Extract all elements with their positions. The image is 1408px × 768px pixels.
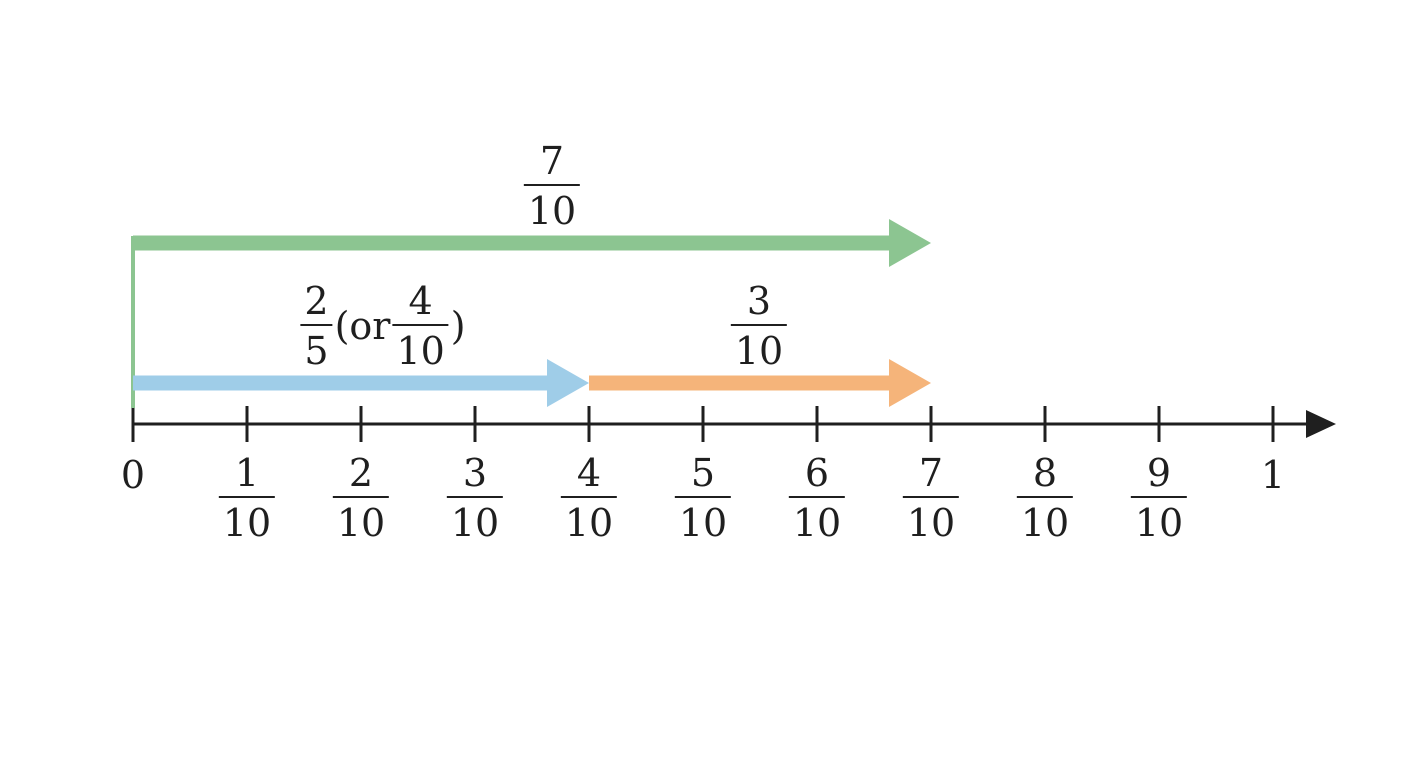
orange-arrow-label: 3 10 [730, 279, 788, 373]
tick-label-numerator: 1 [234, 451, 260, 495]
green-label-numerator: 7 [539, 139, 565, 183]
fraction-bar [392, 324, 449, 326]
fraction-bar [523, 184, 581, 186]
blue-label-numerator: 2 [304, 279, 329, 323]
fraction-bar [446, 496, 504, 498]
tick-label-denominator: 10 [678, 501, 728, 545]
blue-label-or-text: (or [334, 304, 391, 348]
blue-label-alt-numerator: 4 [408, 279, 433, 323]
tick-label-denominator: 10 [1134, 501, 1184, 545]
blue-arrow-shaft [133, 375, 549, 391]
fraction-bar [1130, 496, 1188, 498]
blue-arrow-head [547, 359, 589, 407]
arrows-group [131, 219, 931, 408]
orange-arrow-head [889, 359, 931, 407]
tick-label-denominator: 10 [1020, 501, 1070, 545]
orange-label-denominator: 10 [734, 329, 784, 373]
blue-label-alt-denominator: 10 [396, 329, 445, 373]
tick-label-numerator: 3 [462, 451, 488, 495]
number-line-axis [131, 406, 1336, 442]
fraction-bar [902, 496, 960, 498]
orange-label-numerator: 3 [746, 279, 772, 323]
tick-label-numerator: 5 [690, 451, 716, 495]
tick-label-numerator: 7 [918, 451, 944, 495]
fraction-bar [674, 496, 732, 498]
tick-label-denominator: 10 [450, 501, 500, 545]
fraction-bar [1016, 496, 1074, 498]
blue-label-alt-fraction: 4 10 [392, 279, 449, 373]
fraction-bar [218, 496, 276, 498]
fraction-bar [730, 324, 788, 326]
tick-label-denominator: 10 [906, 501, 956, 545]
fraction-bar [788, 496, 846, 498]
tick-label-numerator: 8 [1032, 451, 1058, 495]
green-label-denominator: 10 [527, 189, 577, 233]
tick-label-numerator: 2 [348, 451, 374, 495]
tick-label-numerator: 6 [804, 451, 830, 495]
tick-label-numerator: 4 [576, 451, 602, 495]
green-arrow-label: 7 10 [523, 139, 581, 233]
fraction-bar [560, 496, 618, 498]
green-arrow-shaft [133, 235, 891, 251]
tick-label-0: 0 [120, 453, 146, 497]
tick-label-denominator: 10 [336, 501, 386, 545]
axis-arrowhead [1306, 410, 1336, 438]
blue-label-fraction: 2 5 [300, 279, 333, 373]
tick-label-denominator: 10 [222, 501, 272, 545]
tick-label-denominator: 10 [792, 501, 842, 545]
tick-label-denominator: 10 [564, 501, 614, 545]
tick-label-numerator: 9 [1146, 451, 1172, 495]
tick-label-1: 1 [1260, 453, 1286, 497]
green-arrow-head [889, 219, 931, 267]
green-vertical-connector [131, 236, 135, 408]
blue-arrow-label: 2 5 (or 4 10 ) [300, 282, 467, 370]
fraction-bar [300, 324, 333, 326]
fraction-bar [332, 496, 390, 498]
orange-arrow-shaft [589, 375, 891, 391]
blue-label-close-paren: ) [450, 304, 466, 348]
blue-label-denominator: 5 [304, 329, 329, 373]
